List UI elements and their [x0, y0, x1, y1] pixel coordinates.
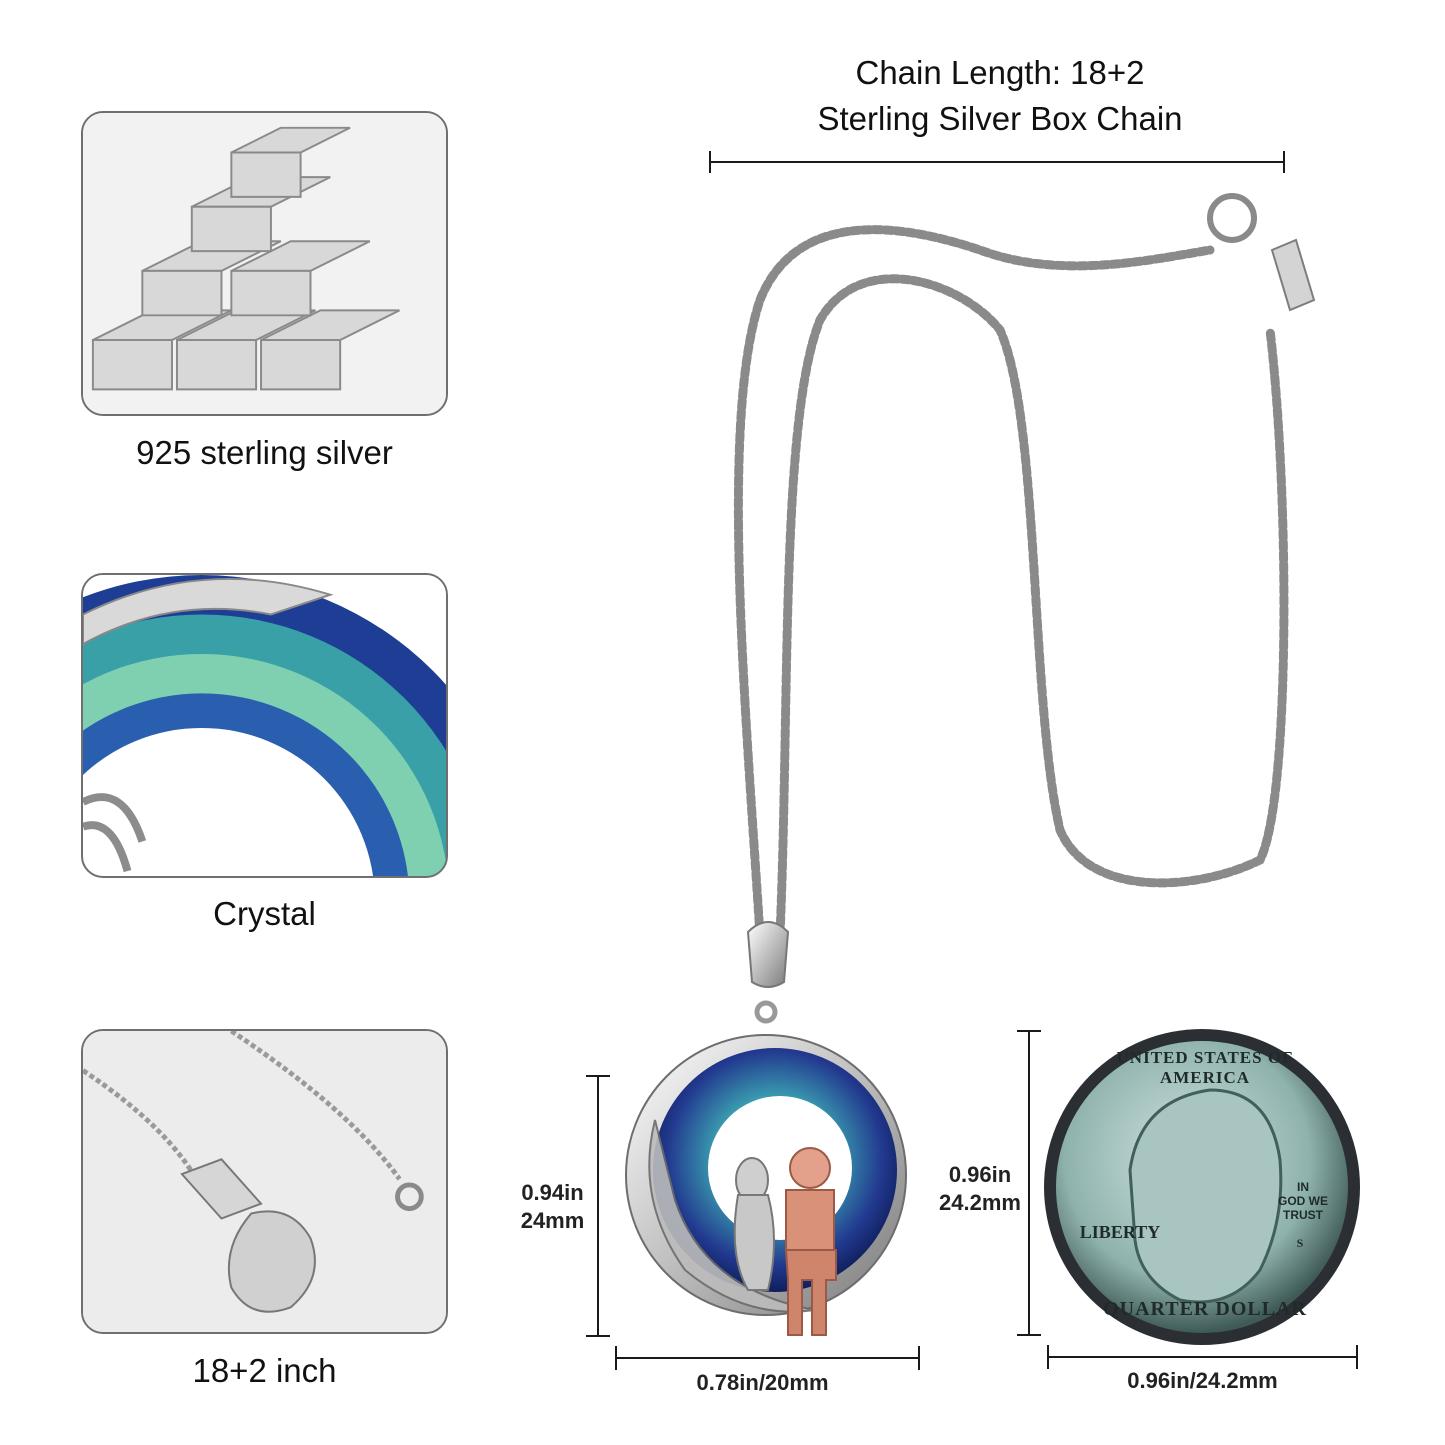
coin-width-line	[1047, 1356, 1358, 1358]
quarter-coin	[1044, 1029, 1360, 1345]
chain-type-title: Sterling Silver Box Chain	[817, 100, 1183, 137]
coin-motto-line1: IN	[1297, 1180, 1309, 1194]
crystal-closeup-image	[83, 575, 446, 876]
pendant-width-tick-left	[615, 1346, 617, 1370]
chain-clasp-image	[83, 1031, 446, 1332]
chain-dimension-tick-right	[1283, 151, 1285, 173]
pendant-height-tick-top	[586, 1075, 610, 1077]
pendant-width-tick-right	[918, 1346, 920, 1370]
pendant-height-in-label: 0.94in	[521, 1180, 584, 1205]
chain-dimension-line	[709, 161, 1285, 163]
coin-height-in-label: 0.96in	[948, 1162, 1012, 1187]
coin-mint-mark: S	[1296, 1236, 1304, 1250]
crystal-card	[81, 573, 448, 878]
coin-height-tick-top	[1017, 1030, 1041, 1032]
pendant	[625, 921, 907, 1336]
feature-caption-silver: 925 sterling silver	[136, 434, 393, 471]
coin-motto: IN GOD WE TRUST	[1268, 1180, 1338, 1222]
coin-motto-line2: GOD WE	[1278, 1194, 1328, 1208]
feature-caption-length: 18+2 inch	[192, 1352, 337, 1389]
coin-width-tick-left	[1047, 1345, 1049, 1369]
chain-clasp-card	[81, 1029, 448, 1334]
coin-width-label: 0.96in/24.2mm	[1127, 1368, 1278, 1393]
pendant-height-line	[597, 1075, 599, 1337]
silver-bars-image	[83, 113, 446, 414]
silver-bars-card	[81, 111, 448, 416]
coin-width-tick-right	[1356, 1345, 1358, 1369]
coin-height-line	[1028, 1030, 1030, 1336]
pendant-height-tick-bottom	[586, 1335, 610, 1337]
boy-figure	[784, 1147, 837, 1336]
coin-liberty-text: LIBERTY	[1079, 1222, 1161, 1242]
coin-height-tick-bottom	[1017, 1334, 1041, 1336]
box-chain	[733, 193, 1316, 940]
feature-caption-crystal: Crystal	[213, 895, 316, 932]
coin-motto-line3: TRUST	[1283, 1208, 1323, 1222]
pendant-width-label: 0.78in/20mm	[696, 1370, 829, 1395]
coin-height-mm-label: 24.2mm	[939, 1190, 1021, 1215]
dog-figure	[733, 1157, 775, 1291]
chain-length-title: Chain Length: 18+2	[855, 54, 1145, 91]
pendant-height-mm-label: 24mm	[520, 1208, 585, 1233]
chain-dimension-tick-left	[709, 151, 711, 173]
pendant-width-line	[615, 1357, 920, 1359]
coin-top-text: UNITED STATES OF AMERICA	[1116, 1048, 1294, 1087]
coin-bottom-text: QUARTER DOLLAR	[1103, 1298, 1307, 1320]
